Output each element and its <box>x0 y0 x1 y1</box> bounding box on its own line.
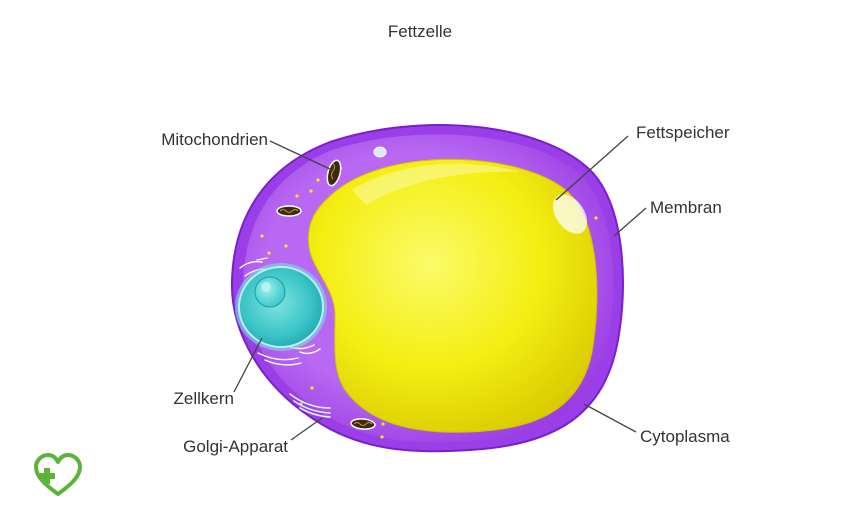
label-cytoplasma: Cytoplasma <box>640 427 730 446</box>
heart-cross-icon <box>34 453 82 496</box>
leader-lines <box>233 135 647 441</box>
leader-membran <box>613 207 647 237</box>
label-fettspeicher: Fettspeicher <box>636 123 730 142</box>
fat-highlight <box>552 194 588 234</box>
nucleus <box>235 263 327 351</box>
leader-cytoplasma <box>583 403 637 433</box>
mitochondrion <box>276 205 302 217</box>
golgi-apparatus <box>289 393 331 418</box>
label-membran: Membran <box>650 198 722 217</box>
label-zellkern: Zellkern <box>174 389 234 408</box>
leader-mitochondrien <box>269 140 333 171</box>
label-mitochondrien: Mitochondrien <box>161 130 268 149</box>
fat-storage <box>307 158 598 433</box>
leader-zellkern <box>233 337 263 393</box>
diagram-title: Fettzelle <box>388 22 452 41</box>
vesicle <box>373 146 387 158</box>
cell <box>230 124 624 453</box>
mitochondrion <box>350 418 376 430</box>
fat-sheen <box>352 163 520 205</box>
leader-fettspeicher <box>555 135 629 201</box>
label-golgi-apparat: Golgi-Apparat <box>183 437 288 456</box>
leader-golgi <box>290 417 323 441</box>
mitochondrion <box>326 159 342 187</box>
nucleolus <box>254 276 286 308</box>
